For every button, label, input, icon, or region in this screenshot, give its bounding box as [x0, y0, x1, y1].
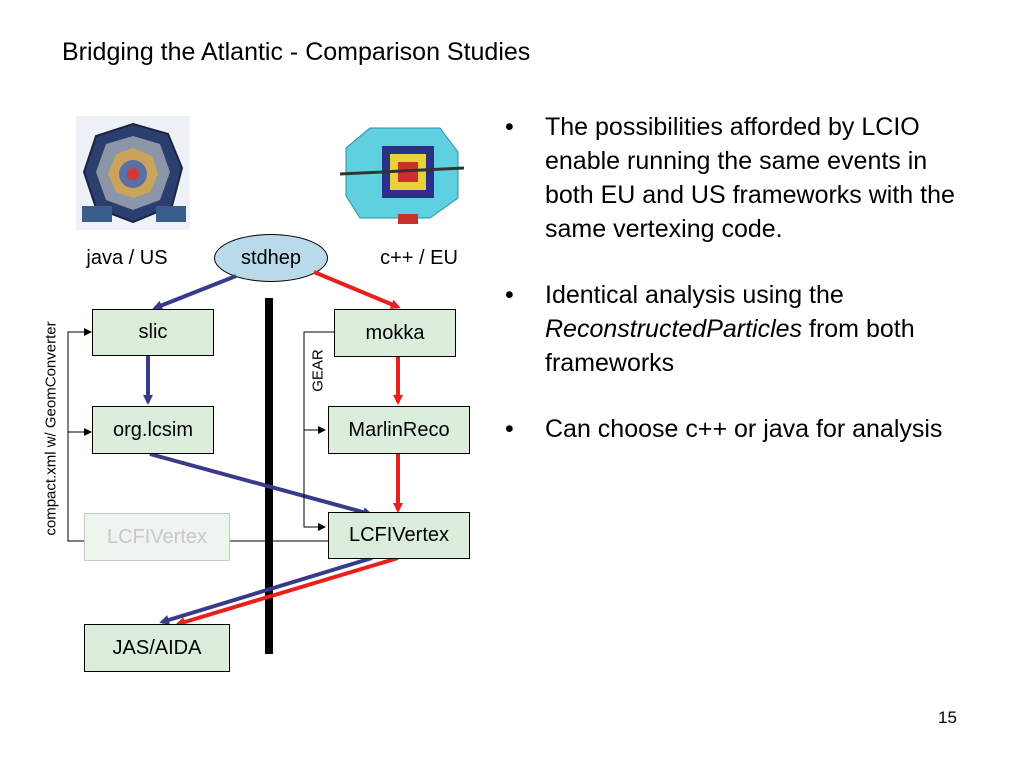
stdhep-node: stdhep: [214, 234, 328, 282]
bullet-text: The possibilities afforded by LCIO enabl…: [545, 113, 955, 243]
us-detector-image: [76, 116, 190, 230]
lcfivertex-cpp-node: LCFIVertex: [328, 512, 470, 559]
bullet-list: • The possibilities afforded by LCIO ena…: [505, 110, 975, 478]
eu-detector-image: [340, 127, 464, 224]
arrow-lcfivertex-jas-blue: [159, 556, 373, 625]
java-us-label: java / US: [68, 238, 186, 278]
gear-label: GEAR: [309, 349, 327, 392]
jas-aida-node: JAS/AIDA: [84, 624, 230, 672]
compact-xml-label: compact.xml w/ GeomConverter: [42, 321, 60, 536]
lcfivertex-java-node: LCFIVertex: [84, 513, 230, 561]
mokka-node: mokka: [334, 309, 456, 357]
slic-node: slic: [92, 309, 214, 356]
arrow-stdhep-slic: [152, 274, 237, 311]
arrow-lcsim-lcfivertex: [149, 452, 373, 517]
arrow-lcfivertex-jas-red: [175, 556, 399, 627]
bullet-text-pre: Identical analysis using the: [545, 281, 844, 309]
page-number: 15: [938, 708, 957, 727]
bullet-text: Can choose c++ or java for analysis: [545, 415, 943, 443]
bullet-item: • Identical analysis using the Reconstru…: [505, 281, 915, 377]
slide-title: Bridging the Atlantic - Comparison Studi…: [62, 38, 531, 66]
marlinreco-node: MarlinReco: [328, 406, 470, 454]
bullet-item: • The possibilities afforded by LCIO ena…: [505, 113, 955, 243]
bullet-text-italic: ReconstructedParticles: [545, 315, 803, 343]
bullet-item: • Can choose c++ or java for analysis: [505, 415, 943, 443]
bullet-text-post: from both frameworks: [545, 315, 915, 377]
arrow-stdhep-mokka: [313, 270, 401, 309]
cpp-eu-label: c++ / EU: [358, 238, 480, 278]
org-lcsim-node: org.lcsim: [92, 406, 214, 454]
